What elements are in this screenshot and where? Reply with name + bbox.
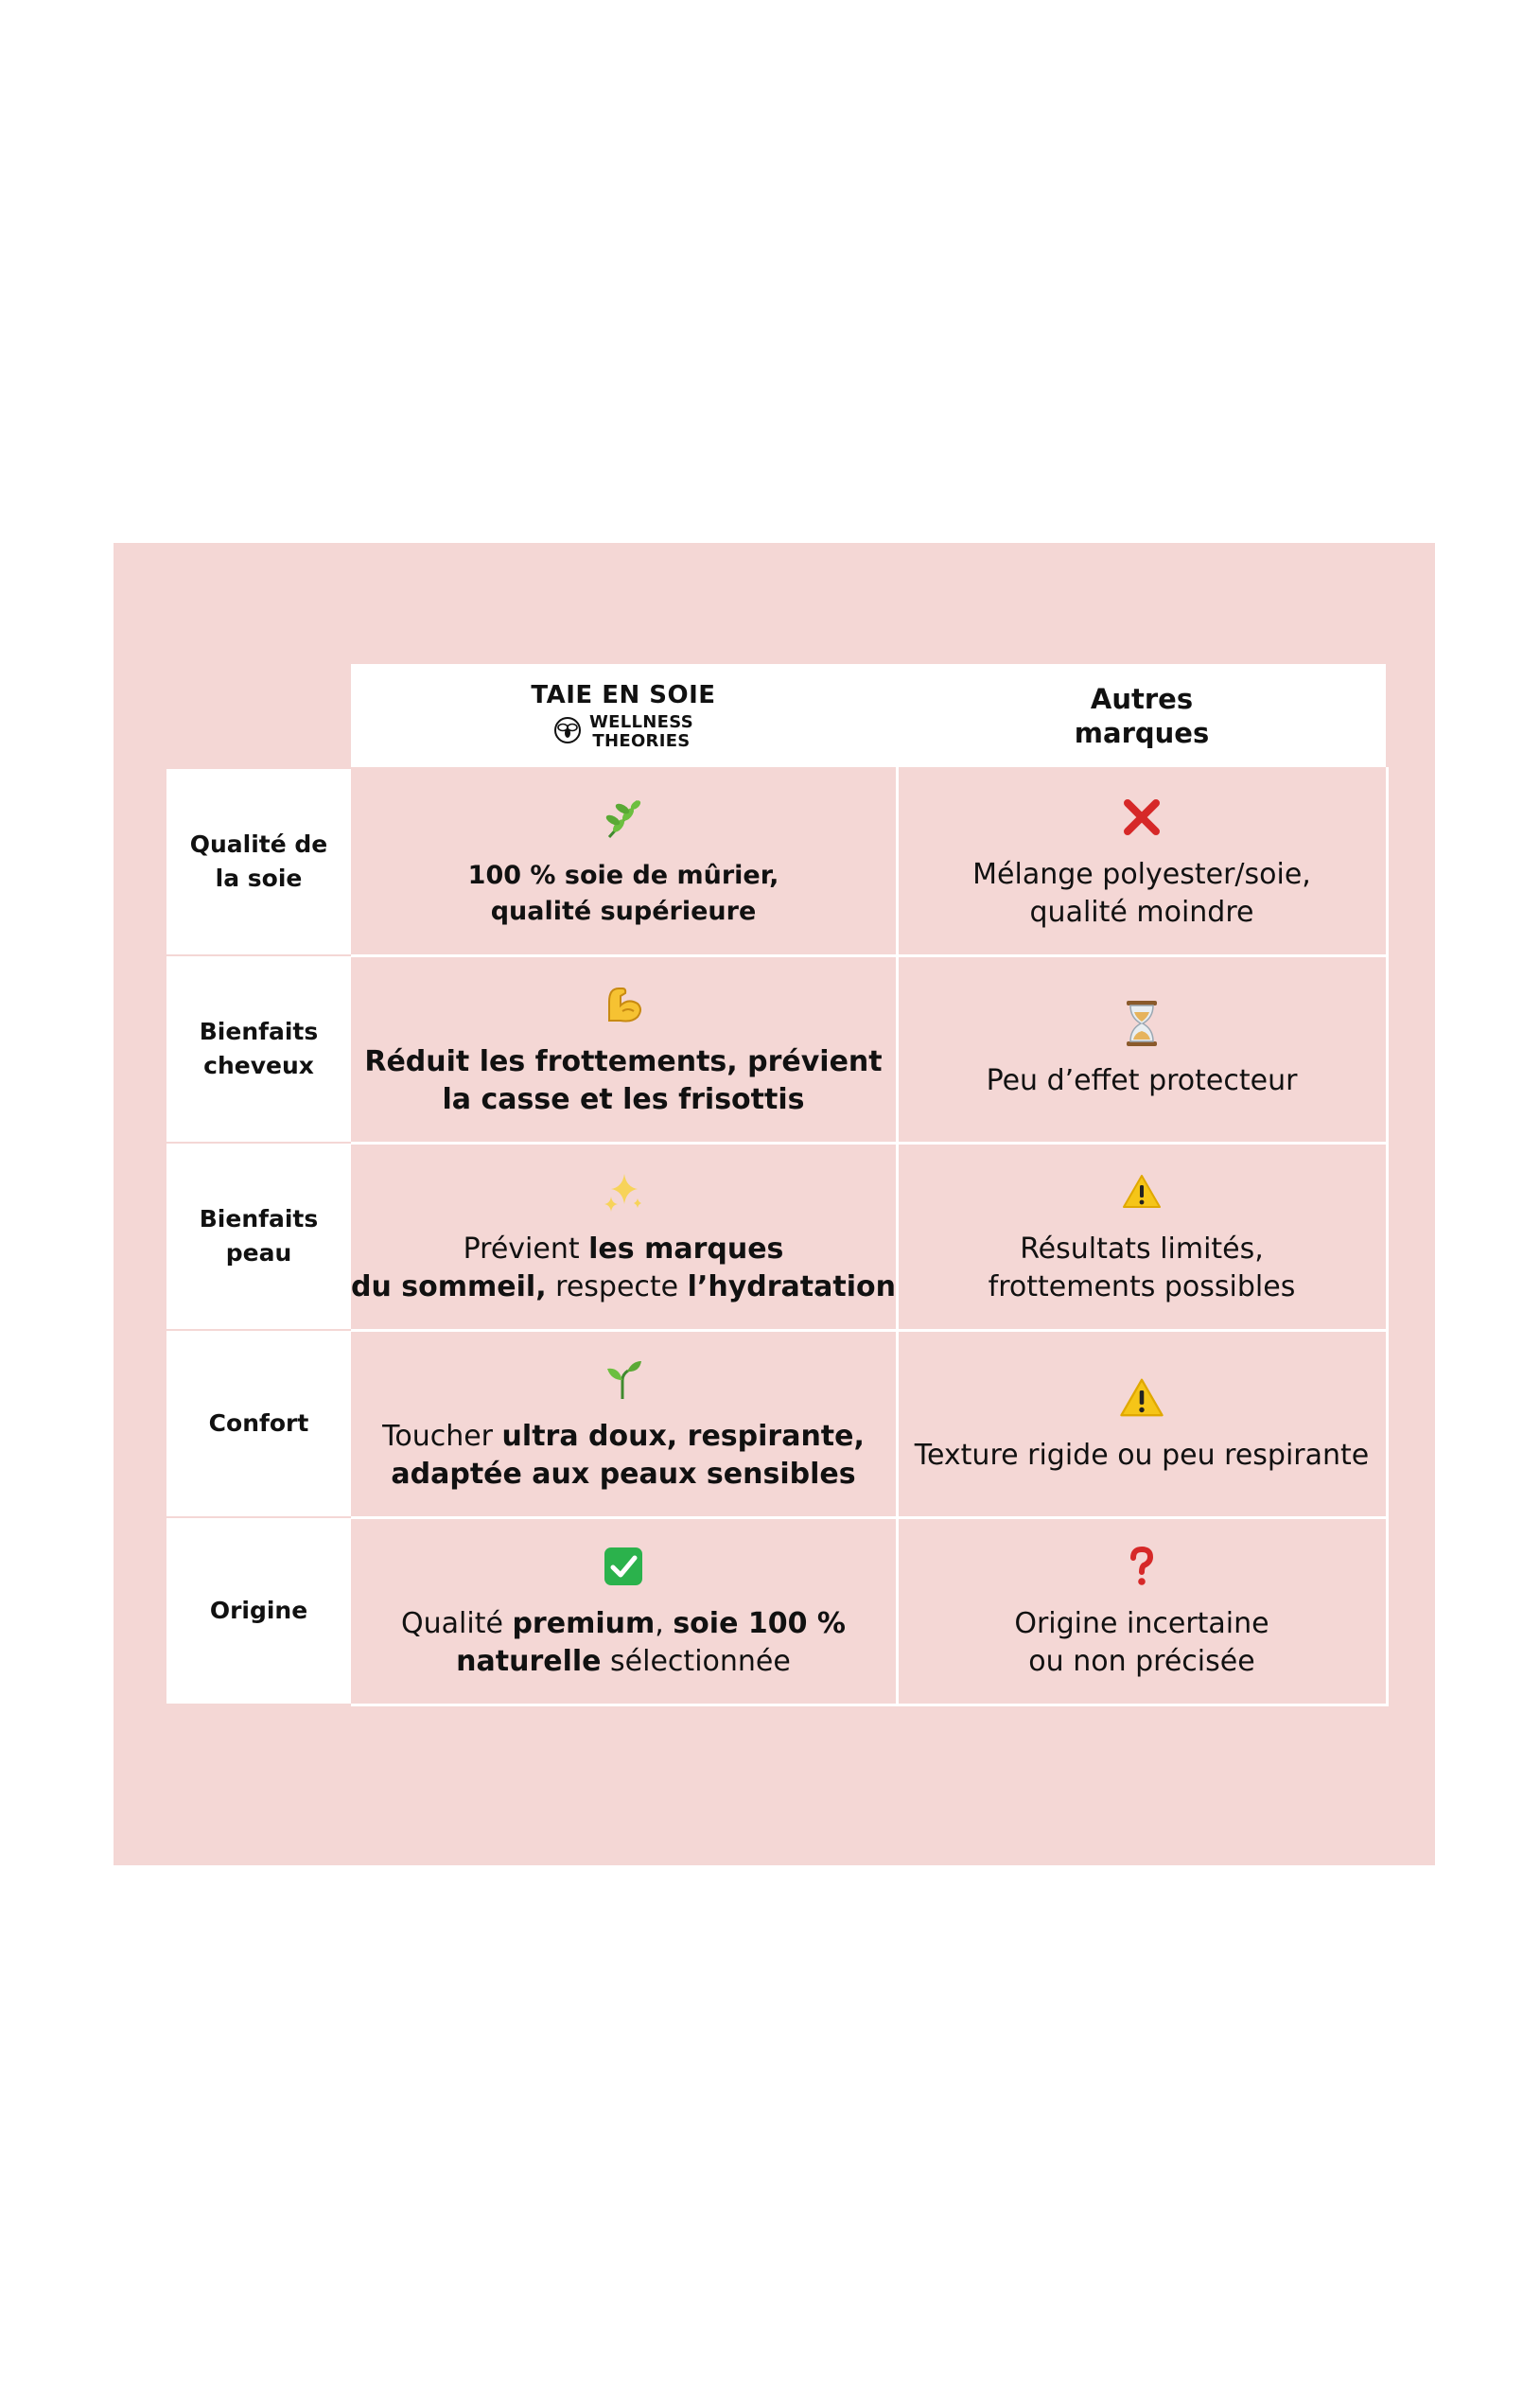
row-label-origin: Origine bbox=[166, 1518, 351, 1704]
other-cell-skin: Résultats limités, frottements possibles bbox=[898, 1144, 1386, 1329]
silk-quality-line2: qualité supérieure bbox=[490, 897, 757, 926]
silk-origin-text-f: sélectionnée bbox=[601, 1645, 791, 1678]
silk-hair-line1: Réduit les frottements, prévient bbox=[364, 1045, 883, 1078]
other-skin-line1: Résultats limités, bbox=[1020, 1232, 1264, 1266]
seedling-icon bbox=[602, 1354, 645, 1405]
comparison-card: TAIE EN SOIE WELLNESS THEORIES bbox=[114, 543, 1435, 1865]
warning-icon bbox=[1121, 1166, 1163, 1217]
other-origin-line1: Origine incertaine bbox=[1014, 1607, 1269, 1640]
other-hair-line1: Peu d’effet protecteur bbox=[986, 1064, 1298, 1097]
header-other-line2: marques bbox=[1074, 716, 1210, 749]
check-mark-button-icon bbox=[602, 1541, 645, 1592]
silk-origin-text-b: premium bbox=[512, 1607, 656, 1640]
silk-cell-comfort: Toucher ultra doux, respirante, adaptée … bbox=[351, 1331, 896, 1516]
brand-logo: WELLNESS THEORIES bbox=[553, 711, 693, 751]
question-mark-icon bbox=[1128, 1541, 1156, 1592]
silk-cell-origin: Qualité premium, soie 100 % naturelle sé… bbox=[351, 1518, 896, 1704]
grid-line-horizontal-1 bbox=[351, 954, 1389, 957]
silk-comfort-text-b: ultra doux, respirante, bbox=[501, 1420, 865, 1453]
hourglass-icon bbox=[1123, 998, 1161, 1049]
other-cell-comfort: Texture rigide ou peu respirante bbox=[898, 1331, 1386, 1516]
silk-skin-text-c: du sommeil, bbox=[351, 1270, 547, 1303]
silk-cell-hair: Réduit les frottements, prévient la cass… bbox=[351, 956, 896, 1142]
grid-line-vertical-right bbox=[1386, 767, 1389, 1704]
row-label-skin: Bienfaits peau bbox=[166, 1144, 351, 1329]
bee-logo-icon bbox=[553, 716, 582, 748]
grid-line-horizontal-3 bbox=[351, 1329, 1389, 1332]
flexed-biceps-icon bbox=[600, 979, 647, 1030]
other-cell-quality: Mélange polyester/soie, qualité moindre bbox=[898, 769, 1386, 954]
header-other: Autres marques bbox=[898, 664, 1386, 767]
sparkles-icon bbox=[600, 1166, 647, 1217]
header-other-line1: Autres bbox=[1090, 682, 1194, 715]
grid-line-horizontal-2 bbox=[351, 1142, 1389, 1145]
row-label-hair: Bienfaits cheveux bbox=[166, 956, 351, 1142]
herb-icon bbox=[600, 794, 647, 845]
silk-comfort-text-a: Toucher bbox=[382, 1420, 502, 1453]
other-skin-line2: frottements possibles bbox=[988, 1270, 1296, 1303]
silk-origin-text-c: , bbox=[655, 1607, 674, 1640]
brand-line1: WELLNESS bbox=[589, 711, 693, 732]
silk-origin-text-a: Qualité bbox=[401, 1607, 513, 1640]
brand-line2: THEORIES bbox=[592, 730, 691, 751]
grid-line-vertical-middle bbox=[896, 664, 899, 1704]
silk-origin-text-e: naturelle bbox=[456, 1645, 602, 1678]
silk-skin-text-a: Prévient bbox=[463, 1232, 589, 1266]
grid-line-horizontal-4 bbox=[351, 1516, 1389, 1519]
silk-skin-text-b: les marques bbox=[588, 1232, 784, 1266]
silk-cell-quality: 100 % soie de mûrier, qualité supérieure bbox=[351, 769, 896, 954]
header-silk: TAIE EN SOIE WELLNESS THEORIES bbox=[351, 664, 896, 767]
row-label-silk-quality: Qualité de la soie bbox=[166, 769, 351, 954]
row-label-comfort: Confort bbox=[166, 1331, 351, 1516]
silk-quality-line1: 100 % soie de mûrier, bbox=[467, 861, 779, 890]
other-quality-line1: Mélange polyester/soie, bbox=[972, 858, 1311, 891]
silk-cell-skin: Prévient les marques du sommeil, respect… bbox=[351, 1144, 896, 1329]
cross-mark-icon bbox=[1120, 792, 1164, 843]
silk-skin-text-e: l’hydratation bbox=[687, 1270, 896, 1303]
header-silk-title: TAIE EN SOIE bbox=[531, 680, 716, 709]
other-quality-line2: qualité moindre bbox=[1029, 896, 1254, 929]
other-cell-hair: Peu d’effet protecteur bbox=[898, 956, 1386, 1142]
silk-origin-text-d: soie 100 % bbox=[673, 1607, 846, 1640]
other-comfort-line1: Texture rigide ou peu respirante bbox=[914, 1439, 1370, 1472]
silk-skin-text-d: respecte bbox=[546, 1270, 688, 1303]
silk-hair-line2: la casse et les frisottis bbox=[442, 1083, 805, 1116]
other-cell-origin: Origine incertaine ou non précisée bbox=[898, 1518, 1386, 1704]
silk-comfort-text-c: adaptée aux peaux sensibles bbox=[391, 1458, 856, 1491]
other-origin-line2: ou non précisée bbox=[1028, 1645, 1255, 1678]
warning-icon bbox=[1118, 1372, 1165, 1424]
grid-line-horizontal-bottom bbox=[351, 1704, 1389, 1706]
